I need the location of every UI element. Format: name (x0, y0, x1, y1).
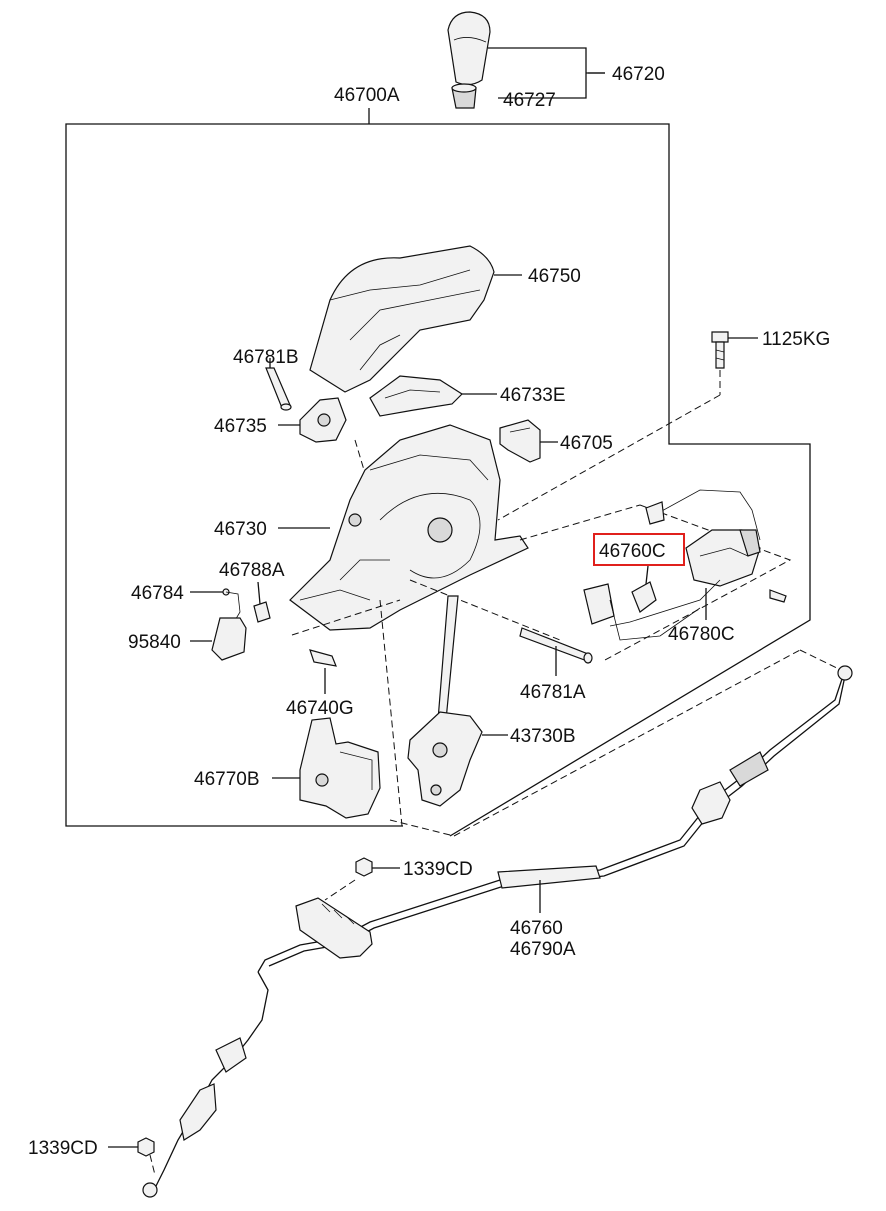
label-46730[interactable]: 46730 (214, 519, 267, 540)
label-46733E[interactable]: 46733E (500, 385, 566, 406)
pin-46781B[interactable] (265, 358, 292, 411)
label-46781B[interactable]: 46781B (233, 347, 299, 368)
label-46788A[interactable]: 46788A (219, 560, 285, 581)
label-46770B[interactable]: 46770B (194, 769, 260, 790)
clip-46788A[interactable] (253, 581, 271, 623)
label-46750[interactable]: 46750 (528, 266, 581, 287)
lever-43730B[interactable] (407, 595, 508, 807)
label-46727[interactable]: 46727 (503, 90, 556, 111)
part-labels: 46720 46727 46700A 46750 46781B 1125KG 4… (28, 64, 830, 1159)
assembly-boundary (65, 108, 811, 837)
connector-95840[interactable] (190, 588, 247, 661)
bracket-46735[interactable] (278, 397, 347, 443)
label-46740G[interactable]: 46740G (286, 698, 354, 719)
bolt-1125KG[interactable] (711, 331, 758, 369)
label-46720[interactable]: 46720 (612, 64, 665, 85)
switch-46705[interactable] (499, 419, 558, 463)
label-1339CD-bottom[interactable]: 1339CD (28, 1138, 98, 1159)
assembly-lines (149, 370, 846, 1176)
shift-knob-46720[interactable] (447, 11, 605, 109)
nut-1339CD-top[interactable] (355, 857, 400, 877)
part-46740G[interactable] (309, 649, 337, 694)
label-46700A[interactable]: 46700A (334, 85, 400, 106)
cable-46760[interactable] (142, 665, 853, 1198)
label-46760C[interactable]: 46760C (599, 541, 666, 562)
nut-1339CD-bottom[interactable] (108, 1137, 155, 1157)
label-1125KG[interactable]: 1125KG (762, 329, 830, 350)
label-95840[interactable]: 95840 (128, 632, 181, 653)
label-46735[interactable]: 46735 (214, 416, 267, 437)
label-46780C[interactable]: 46780C (668, 624, 735, 645)
label-1339CD-top[interactable]: 1339CD (403, 859, 473, 880)
rod-46781A[interactable] (519, 627, 593, 676)
bracket-46770B[interactable] (272, 717, 381, 819)
highlight-box-46760C (593, 533, 685, 566)
label-46781A[interactable]: 46781A (520, 682, 586, 703)
label-46784[interactable]: 46784 (131, 583, 184, 604)
label-46790A[interactable]: 46790A (510, 939, 576, 960)
plate-46733E[interactable] (369, 375, 497, 417)
lever-base-46730[interactable] (278, 424, 529, 631)
label-46760[interactable]: 46760 (510, 918, 563, 939)
label-46705[interactable]: 46705 (560, 433, 613, 454)
label-43730B[interactable]: 43730B (510, 726, 576, 747)
shift-lock-unit-46780C[interactable] (583, 489, 787, 641)
cover-46750[interactable] (309, 245, 522, 393)
